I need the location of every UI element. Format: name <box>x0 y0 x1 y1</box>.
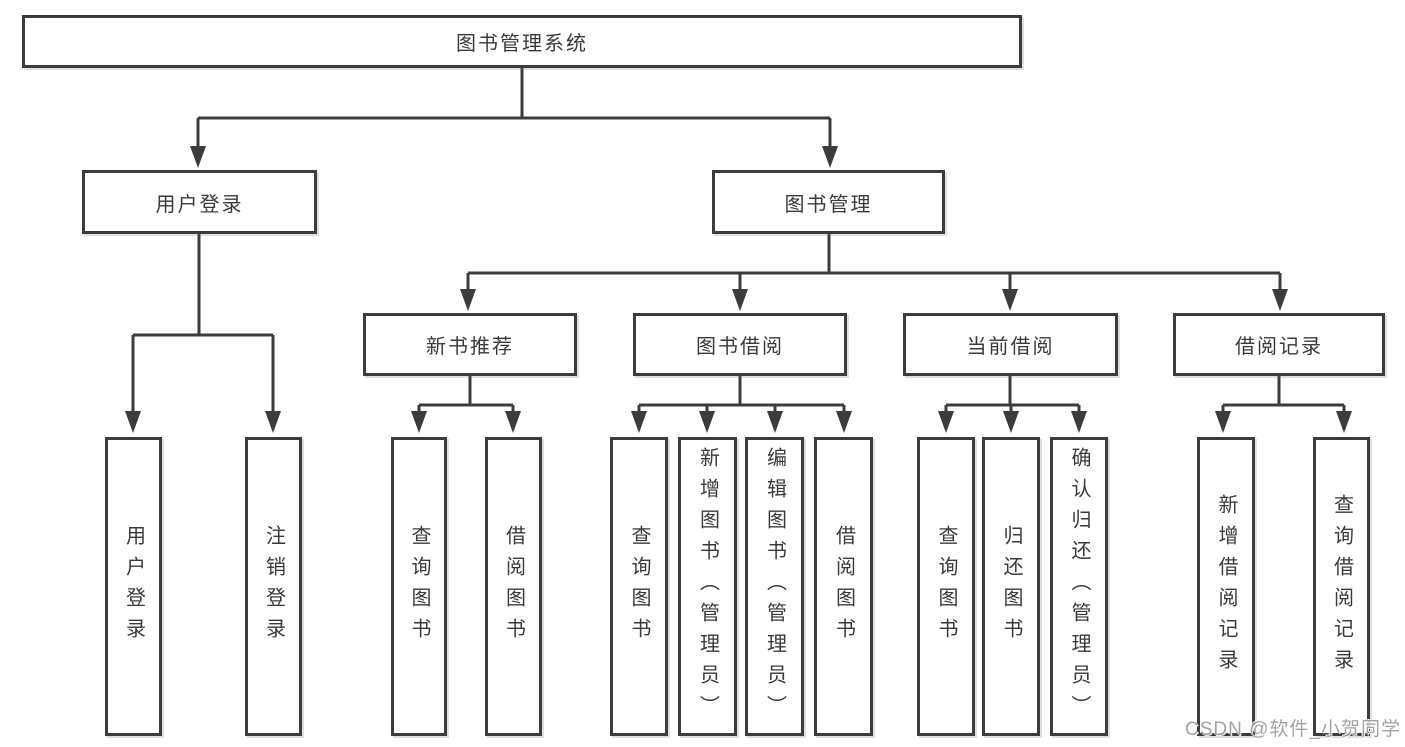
leaf-label: 查询图书 <box>935 524 957 649</box>
node-current-borrowing: 当前借阅 <box>903 313 1118 376</box>
node-label: 图书借阅 <box>696 336 784 358</box>
leaf-edit-books-admin: 编辑图书（管理员） <box>745 437 804 736</box>
leaf-add-books-admin: 新增图书（管理员） <box>678 437 737 736</box>
leaf-user-login: 用户登录 <box>105 437 162 736</box>
leaf-add-borrow-record: 新增借阅记录 <box>1197 437 1255 736</box>
leaf-logout: 注销登录 <box>245 437 302 736</box>
node-label: 新书推荐 <box>426 336 514 358</box>
leaf-borrow-books: 借阅图书 <box>814 437 873 736</box>
leaf-label: 归还图书 <box>1000 524 1022 649</box>
leaf-label: 查询图书 <box>628 524 650 649</box>
node-label: 借阅记录 <box>1235 336 1323 358</box>
leaf-label: 新增借阅记录 <box>1215 493 1237 680</box>
node-book-borrowing: 图书借阅 <box>633 313 847 376</box>
leaf-label: 查询图书 <box>408 524 430 649</box>
leaf-borrow-books-recommend: 借阅图书 <box>485 437 542 736</box>
leaf-query-borrow-record: 查询借阅记录 <box>1313 437 1370 736</box>
leaf-label: 注销登录 <box>262 524 285 649</box>
leaf-label: 新增图书（管理员） <box>696 447 719 726</box>
leaf-confirm-return-admin: 确认归还（管理员） <box>1050 437 1108 736</box>
node-borrowing-records: 借阅记录 <box>1173 313 1385 376</box>
leaf-label: 确认归还（管理员） <box>1068 447 1090 726</box>
leaf-label: 借阅图书 <box>502 524 525 649</box>
node-book-management: 图书管理 <box>712 170 945 234</box>
leaf-label: 编辑图书（管理员） <box>763 447 786 726</box>
node-label: 用户登录 <box>155 193 244 216</box>
leaf-label: 查询借阅记录 <box>1330 493 1353 680</box>
leaf-query-books-current: 查询图书 <box>917 437 975 736</box>
node-new-book-recommend: 新书推荐 <box>363 313 577 376</box>
leaf-query-books-borrowing: 查询图书 <box>610 437 668 736</box>
node-library-management-system: 图书管理系统 <box>22 15 1022 68</box>
leaf-query-books-recommend: 查询图书 <box>391 437 447 736</box>
leaf-label: 借阅图书 <box>832 524 855 649</box>
arrowheads <box>125 146 1352 433</box>
node-label: 当前借阅 <box>966 336 1055 358</box>
leaf-return-books: 归还图书 <box>982 437 1040 736</box>
node-user-login: 用户登录 <box>82 170 317 234</box>
leaf-label: 用户登录 <box>122 524 145 649</box>
node-label: 图书管理系统 <box>456 33 588 55</box>
csdn-watermark: CSDN @软件_小贺同学 <box>1185 719 1401 740</box>
node-label: 图书管理 <box>784 193 873 216</box>
